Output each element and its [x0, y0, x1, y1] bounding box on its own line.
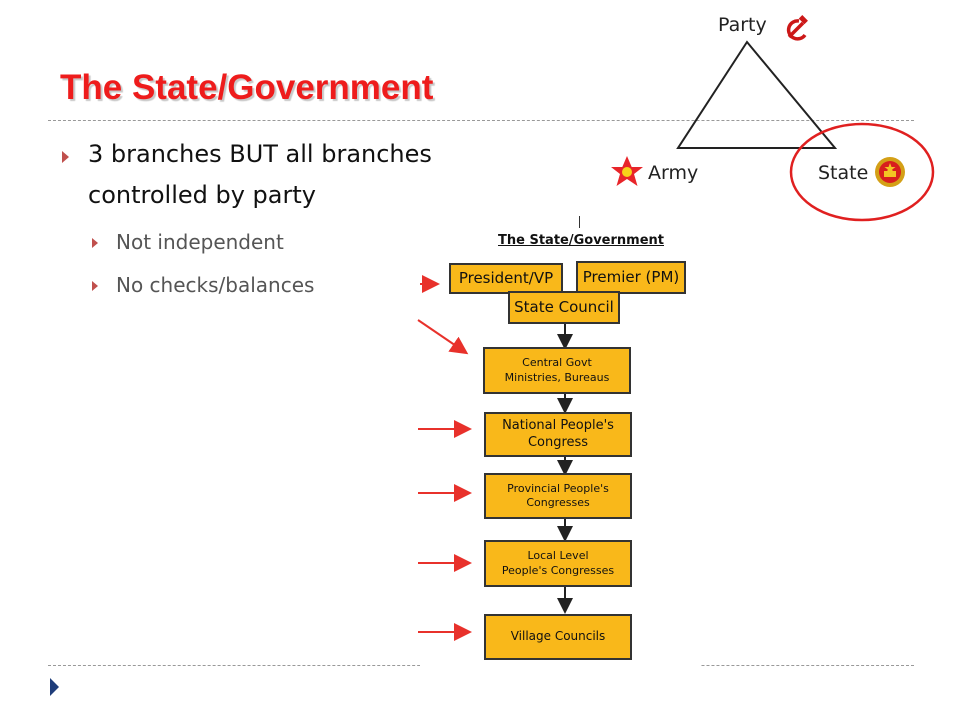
box-president: President/VP — [449, 263, 563, 294]
sub-bullet-icon — [92, 281, 98, 291]
party-army-state-triangle — [611, 15, 935, 222]
sub-bullet-icon — [92, 238, 98, 248]
hammer-sickle-icon — [786, 15, 808, 41]
bullet-text-line1: 3 branches BUT all branches — [88, 140, 432, 168]
box-state-council: State Council — [508, 291, 620, 324]
org-chart-title: The State/Government — [498, 233, 664, 248]
sub-bullet-no-checks: No checks/balances — [116, 273, 315, 297]
party-label: Party — [718, 14, 767, 36]
box-premier: Premier (PM) — [576, 261, 686, 294]
bullet-text-line2: controlled by party — [88, 181, 316, 209]
slide-title: The State/Government — [60, 68, 434, 107]
army-star-emblem-icon — [611, 156, 643, 186]
sub-bullet-not-independent: Not independent — [116, 230, 284, 254]
box-village: Village Councils — [484, 614, 632, 660]
army-label: Army — [648, 162, 699, 184]
state-label: State — [818, 162, 869, 184]
state-highlight-circle — [789, 122, 935, 222]
org-chart-connectors — [417, 275, 573, 641]
scan-mark — [579, 216, 580, 228]
footer-bullet-icon — [50, 678, 59, 696]
red-arrow — [417, 319, 469, 355]
bullet-icon — [62, 151, 69, 163]
top-divider — [48, 120, 914, 121]
national-emblem-icon — [875, 157, 905, 187]
